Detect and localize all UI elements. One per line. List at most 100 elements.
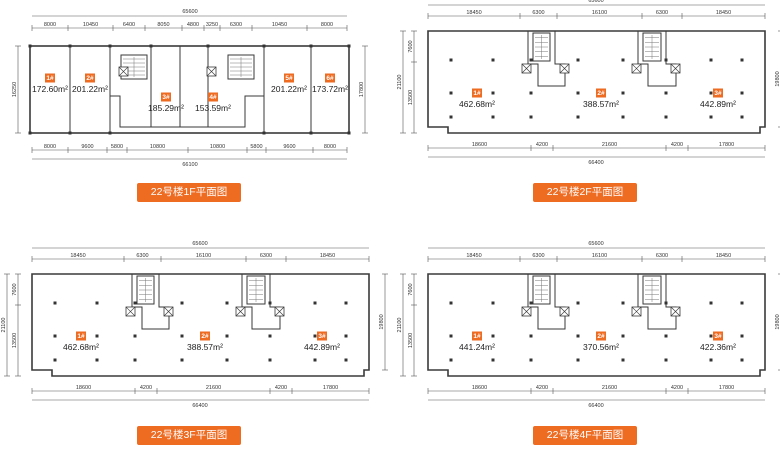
plan-1f-unit-area: 173.72m²	[312, 84, 348, 94]
structural-column	[53, 358, 57, 362]
plan-2f-unit-badge	[472, 88, 482, 98]
plan-4f-unit-area: 370.56m²	[583, 342, 619, 352]
structural-column	[95, 334, 99, 338]
plan-4f-left-dim-label: 7600	[408, 283, 414, 295]
structural-column	[449, 91, 453, 95]
plan-1f-top-dim-label: 10450	[83, 22, 98, 28]
plan-3f-bottom-dim-label: 17800	[323, 385, 338, 391]
plan-3f-elevator-x	[163, 306, 174, 317]
structural-column	[28, 44, 32, 48]
plan-3f-top-dim-label: 18450	[70, 253, 85, 259]
plan-2f-bottom-dim-label: 21600	[602, 142, 617, 148]
plan-3f-right-dim-label: 19800	[379, 314, 385, 329]
plan-4f-unit-number: 2#	[597, 333, 605, 340]
structural-column	[313, 301, 317, 305]
structural-column	[664, 358, 668, 362]
structural-column	[28, 131, 32, 135]
plan-4f-bottom-dim-label: 4200	[671, 385, 683, 391]
plan-1f-unit-number: 4#	[209, 94, 217, 101]
plan-1f-elevator-right-x	[206, 66, 217, 77]
plan-4f-left-total-label: 21100	[397, 318, 403, 333]
plan-1f-unit-area: 201.22m²	[271, 84, 307, 94]
structural-column	[449, 301, 453, 305]
plan-2f-bottom-dim-label: 17800	[719, 142, 734, 148]
structural-column	[313, 358, 317, 362]
plan-2f-unit-area: 442.89m²	[700, 99, 736, 109]
plan-1f-bottom-dim-label: 10800	[210, 144, 225, 150]
plan-1f-bottom-total: 66100	[182, 162, 197, 168]
structural-column	[664, 91, 668, 95]
plan-4f-elevator-x	[670, 306, 681, 317]
structural-column	[576, 115, 580, 119]
structural-column	[313, 334, 317, 338]
plan-2f-unit-badge	[596, 88, 606, 98]
plan-2f-unit-number: 1#	[473, 90, 481, 97]
structural-column	[68, 131, 72, 135]
structural-column	[108, 131, 112, 135]
plan-3f-unit-number: 2#	[201, 333, 209, 340]
plan-1f-core-wall	[110, 46, 181, 128]
structural-column	[621, 301, 625, 305]
structural-column	[740, 115, 744, 119]
plan-4f-unit-badge	[596, 331, 606, 341]
caption-1f: 22号楼1F平面图	[137, 183, 241, 202]
plan-3f-elevator-x	[125, 306, 136, 317]
plan-4f-left-dim-label: 13500	[408, 333, 414, 348]
caption-2f: 22号楼2F平面图	[533, 183, 637, 202]
structural-column	[344, 358, 348, 362]
plan-1f-unit-area: 153.59m²	[195, 103, 231, 113]
plan-4f-top-dim-label: 18450	[466, 253, 481, 259]
plan-3f-elevator-x	[274, 306, 285, 317]
structural-column	[664, 58, 668, 62]
plan-2f-top-total: 65600	[588, 0, 603, 4]
structural-column	[740, 334, 744, 338]
structural-column	[347, 131, 351, 135]
plan-4f-right-dim-label: 19800	[775, 314, 780, 329]
plan-3f-bottom-dim-label: 21600	[206, 385, 221, 391]
plan-4f-bottom-total: 66400	[588, 403, 603, 409]
structural-column	[621, 58, 625, 62]
plan-4f-bottom-dim-label: 4200	[536, 385, 548, 391]
structural-column	[576, 334, 580, 338]
plan-1f-left-dim-label: 16250	[12, 82, 18, 97]
structural-column	[709, 334, 713, 338]
structural-column	[180, 301, 184, 305]
plan-2f-top-dim-label: 6300	[656, 10, 668, 16]
plan-1f-unit-number: 3#	[162, 94, 170, 101]
structural-column	[133, 301, 137, 305]
structural-column	[664, 334, 668, 338]
structural-column	[529, 91, 533, 95]
structural-column	[740, 358, 744, 362]
structural-column	[53, 301, 57, 305]
plan-1f-unit-badge	[325, 73, 335, 83]
structural-column	[664, 301, 668, 305]
plan-4f-top-dim-label: 16100	[592, 253, 607, 259]
plan-4f-top-total: 65600	[588, 241, 603, 247]
plan-2f-top-dim-label: 16100	[592, 10, 607, 16]
structural-column	[529, 58, 533, 62]
plan-3f-left-dim-label: 13500	[12, 333, 18, 348]
structural-column	[491, 58, 495, 62]
structural-column	[576, 58, 580, 62]
plan-1f-top-dim-label: 8050	[157, 22, 169, 28]
structural-column	[268, 301, 272, 305]
plan-4f-bottom-dim-label: 21600	[602, 385, 617, 391]
plan-1f-top-dim-label: 6300	[230, 22, 242, 28]
structural-column	[740, 58, 744, 62]
plan-4f-top-dim-label: 6300	[532, 253, 544, 259]
structural-column	[709, 358, 713, 362]
plan-2f-unit-number: 2#	[597, 90, 605, 97]
plan-3f-top-dim-label: 18450	[320, 253, 335, 259]
plan-1f-unit-number: 2#	[86, 75, 94, 82]
structural-column	[529, 301, 533, 305]
plan-4f-unit-number: 3#	[714, 333, 722, 340]
structural-column	[576, 301, 580, 305]
plan-2f-top-dim-label: 18450	[466, 10, 481, 16]
plan-1f-unit-badge	[208, 92, 218, 102]
plan-3f-bottom-dim-label: 18600	[76, 385, 91, 391]
plan-1f-top-dim-label: 8000	[321, 22, 333, 28]
structural-column	[491, 115, 495, 119]
plan-3f-unit-area: 442.89m²	[304, 342, 340, 352]
structural-column	[309, 131, 313, 135]
plan-2f-elevator-x	[670, 63, 681, 74]
